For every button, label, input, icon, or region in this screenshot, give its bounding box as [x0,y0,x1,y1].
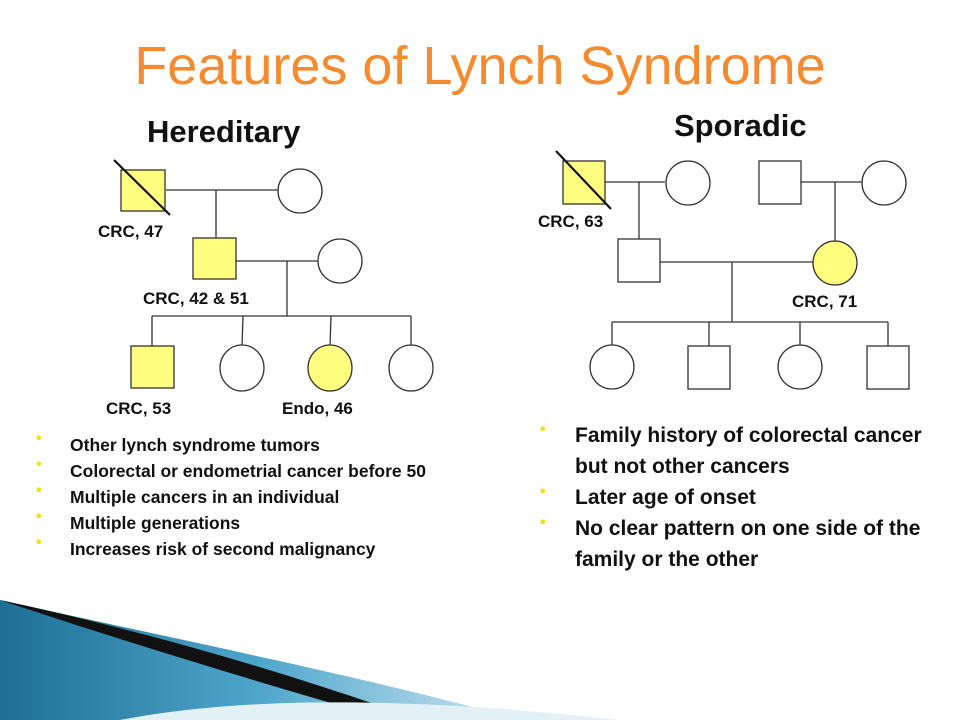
decorative-swoosh [0,600,620,720]
male-symbol [866,345,910,390]
deceased-slash [555,150,612,210]
list-item: • No clear pattern on one side of the fam… [540,513,950,575]
list-item-text: Family history of colorectal cancer but … [575,424,922,478]
affected-female-symbol [307,344,353,392]
sporadic-heading: Sporadic [674,108,807,143]
list-item-text: Colorectal or endometrial cancer before … [70,461,426,481]
hereditary-label-gen1: CRC, 47 [98,222,164,241]
bullet-dot-icon: • [540,514,546,531]
female-symbol [665,160,711,206]
sporadic-pedigree [555,150,910,390]
bullet-dot-icon: • [540,483,546,500]
hereditary-label-gen3-daughter: Endo, 46 [282,399,353,418]
affected-female-symbol [812,240,858,286]
bullet-dot-icon: • [36,534,42,551]
bullet-dot-icon: • [540,421,546,438]
female-symbol [589,344,635,390]
list-item: • Multiple cancers in an individual [36,482,496,510]
bullet-dot-icon: • [36,456,42,473]
list-item-text: Other lynch syndrome tumors [70,435,320,455]
sporadic-label-gen2: CRC, 71 [792,292,858,311]
list-item: • Later age of onset [540,482,950,513]
female-symbol [277,168,323,214]
list-item-text: Multiple generations [70,513,241,533]
female-symbol [777,344,823,390]
bullet-dot-icon: • [36,430,42,447]
black-wave-stripe [0,600,420,720]
female-symbol [861,160,907,206]
blue-wave [0,600,520,720]
list-item-text: Later age of onset [575,486,756,509]
male-symbol [617,238,661,283]
bullet-dot-icon: • [36,508,42,525]
list-item: • Increases risk of second malignancy [36,534,496,562]
light-wave [120,702,620,720]
hereditary-label-gen2: CRC, 42 & 51 [143,289,249,308]
list-item: • Colorectal or endometrial cancer before… [36,456,496,484]
list-item-text: Increases risk of second malignancy [70,539,376,559]
sporadic-label-gen1: CRC, 63 [538,212,604,231]
deceased-slash [113,159,171,216]
bullet-dot-icon: • [36,482,42,499]
hereditary-heading: Hereditary [147,114,301,149]
affected-male-symbol [130,345,175,389]
female-symbol [317,238,363,284]
sporadic-feature-list: • Family history of colorectal cancer but… [540,420,950,575]
pedigree-diagrams [113,150,910,392]
list-item: • Multiple generations [36,508,496,536]
slide-title: Features of Lynch Syndrome [134,36,826,96]
male-symbol [687,345,731,390]
hereditary-label-gen3-son: CRC, 53 [106,399,172,418]
list-item: • Other lynch syndrome tumors [36,430,496,458]
hereditary-feature-list: • Other lynch syndrome tumors • Colorectal… [36,430,496,562]
affected-male-symbol [192,237,237,280]
female-symbol [219,344,265,392]
male-symbol [758,160,802,205]
drop-line [241,315,244,347]
hereditary-pedigree [113,159,434,392]
list-item: • Family history of colorectal cancer but… [540,420,950,482]
list-item-text: Multiple cancers in an individual [70,487,340,507]
list-item-text: No clear pattern on one side of the fami… [575,517,921,571]
female-symbol [388,344,434,392]
drop-line [329,315,332,347]
